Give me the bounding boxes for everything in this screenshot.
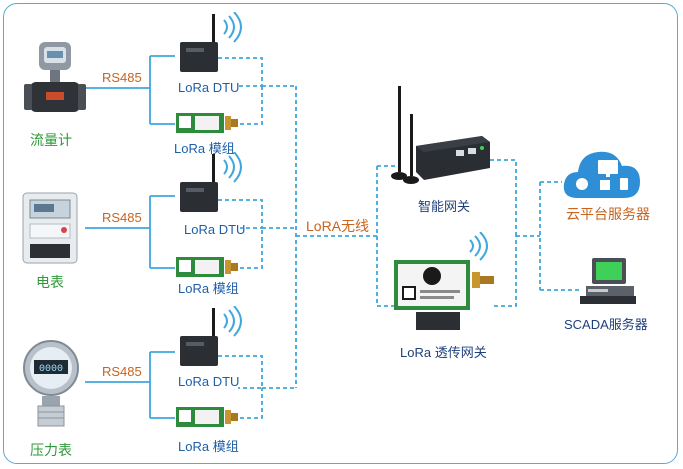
cloud-server-icon: [563, 151, 640, 198]
dtu-label-1: LoRa DTU: [178, 80, 240, 95]
module-label-1: LoRa 模组: [174, 141, 235, 156]
flowmeter-icon: [24, 42, 86, 112]
lora-dtu-icon: [180, 12, 242, 72]
rs485-label-1: RS485: [102, 70, 142, 85]
smart-gateway-label: 智能网关: [418, 199, 471, 214]
module-label-3: LoRa 模组: [178, 439, 239, 454]
sensor-label-meter: 电表: [36, 274, 64, 290]
bracket-3: [149, 351, 175, 419]
dash-tgw-out: [494, 236, 517, 307]
rs485-label-2: RS485: [102, 210, 142, 225]
scada-server-label: SCADA服务器: [564, 317, 648, 332]
bracket-1: [149, 55, 175, 125]
wireless-label: LoRA无线: [306, 218, 370, 234]
dtu-label-3: LoRa DTU: [178, 374, 240, 389]
lora-dtu-icon: [180, 306, 242, 366]
module-label-2: LoRa 模组: [178, 281, 239, 296]
lora-module-icon: [176, 257, 238, 277]
dash-smartgw-out: [490, 159, 517, 236]
transparent-gateway-icon: [394, 232, 494, 330]
rs485-label-3: RS485: [102, 364, 142, 379]
cloud-server-label: 云平台服务器: [566, 206, 650, 222]
electric-meter-icon: [22, 192, 78, 264]
diagram-frame: [3, 3, 678, 464]
dash-mod-1: [240, 86, 263, 125]
svg-text:0000: 0000: [39, 364, 63, 375]
bracket-2: [149, 195, 175, 269]
lora-module-icon: [176, 407, 238, 427]
dash-dtu-2: [218, 199, 263, 229]
smart-gateway-icon: [391, 86, 490, 184]
dash-mod-3: [240, 388, 263, 419]
lora-module-icon: [176, 113, 238, 133]
sensor-label-pressure: 压力表: [30, 442, 72, 458]
dtu-label-2: LoRa DTU: [184, 222, 246, 237]
dash-dtu-1: [218, 57, 263, 87]
sensor-label-flowmeter: 流量计: [30, 132, 72, 148]
transparent-gateway-label: LoRa 透传网关: [400, 345, 487, 360]
pressure-gauge-icon: 0000: [23, 340, 79, 427]
dash-dtu-3: [218, 355, 263, 389]
dash-mod-2: [240, 228, 263, 269]
lora-dtu-icon: [180, 152, 242, 212]
scada-server-icon: [580, 258, 636, 304]
